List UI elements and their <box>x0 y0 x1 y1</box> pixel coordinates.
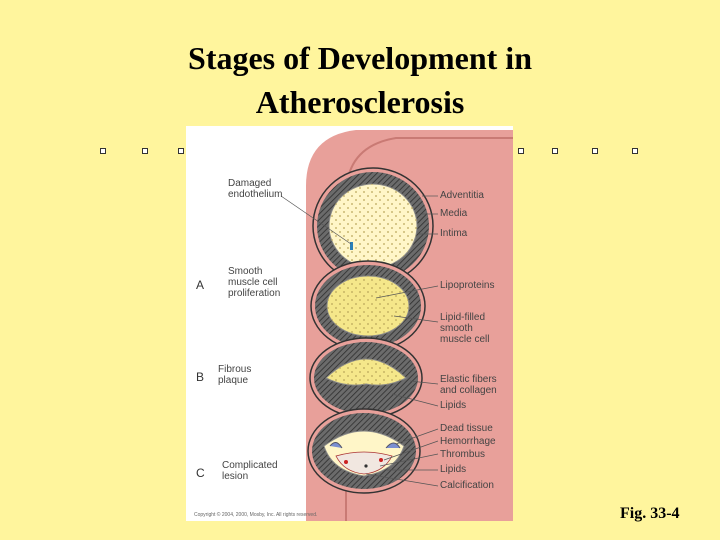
stage-label-a: A <box>196 278 205 292</box>
bullet-marker <box>142 148 148 154</box>
stage-label-c: C <box>196 466 205 480</box>
bullet-marker <box>100 148 106 154</box>
label-calcification: Calcification <box>440 480 494 491</box>
slide-title: Stages of Development in Atherosclerosis <box>0 36 720 124</box>
label-complicated-lesion: Complicated lesion <box>222 460 278 482</box>
title-line-1: Stages of Development in <box>188 40 532 76</box>
stage-label-b: B <box>196 370 205 384</box>
label-lipids-b: Lipids <box>440 400 467 411</box>
label-lipids-c: Lipids <box>440 464 467 475</box>
label-lipoproteins: Lipoproteins <box>440 280 495 291</box>
figure-number: Fig. 33-4 <box>620 505 680 522</box>
label-smooth-muscle-proliferation: Smooth muscle cell proliferation <box>228 266 281 299</box>
bullet-marker <box>632 148 638 154</box>
cross-section-a <box>312 167 434 285</box>
label-dead-tissue: Dead tissue <box>440 423 493 434</box>
leader-lines <box>280 195 439 487</box>
title-line-2: Atherosclerosis <box>255 84 465 120</box>
bullet-marker <box>552 148 558 154</box>
atherosclerosis-figure: Damaged endothelium Smooth muscle cell p… <box>186 126 513 521</box>
label-intima: Intima <box>440 228 468 239</box>
label-media: Media <box>440 208 468 219</box>
cross-section-b-upper <box>310 260 426 352</box>
label-elastic-fibers: Elastic fibers and collagen <box>440 374 497 396</box>
bullet-marker <box>592 148 598 154</box>
label-thrombus: Thrombus <box>440 449 486 460</box>
label-adventitia: Adventitia <box>440 190 484 201</box>
artery-illustration <box>280 130 513 521</box>
label-fibrous-plaque: Fibrous plaque <box>218 364 252 386</box>
label-damaged-endothelium: Damaged endothelium <box>228 178 283 200</box>
figure-copyright: Copyright © 2004, 2000, Mosby, Inc. All … <box>194 512 318 518</box>
label-lipid-filled-cell: Lipid-filled smooth muscle cell <box>440 312 490 345</box>
cross-section-b-lower <box>309 337 423 419</box>
label-hemorrhage: Hemorrhage <box>440 436 496 447</box>
bullet-row <box>100 148 640 158</box>
bullet-marker <box>178 148 184 154</box>
bullet-marker <box>518 148 524 154</box>
